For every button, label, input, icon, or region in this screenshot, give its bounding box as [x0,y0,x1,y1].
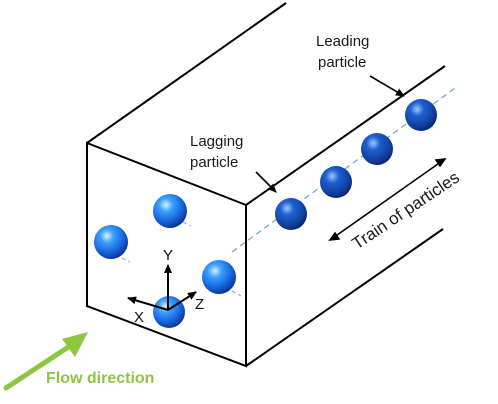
particle [153,194,187,228]
leading-particle [405,99,437,131]
channel-top-left-edge [86,2,287,144]
leading-pointer-arrow [369,75,405,97]
lagging-label-line1: Lagging [190,133,243,150]
z-axis-label: Z [195,296,204,313]
lagging-particle [275,198,307,230]
y-axis-label: Y [163,247,173,264]
front-particle-traces [121,221,242,297]
particle [94,225,128,259]
channel-outline [86,2,446,368]
flow-direction-arrow [3,332,88,391]
train-span-arrow [328,158,447,241]
coordinate-axes [127,264,197,311]
particle-train [275,99,437,230]
leading-label-line2: particle [318,54,366,71]
channel-top-right-edge [245,65,446,206]
channel-bottom-right-edge [245,228,444,367]
train-label: Train of particles [349,168,463,254]
lagging-label-line2: particle [190,154,238,171]
z-axis-arrow [167,291,197,311]
lagging-pointer-arrow [255,171,277,193]
flow-direction-label: Flow direction [46,370,154,387]
x-axis-arrow [127,296,169,311]
leading-label-line1: Leading [316,33,369,50]
particle [202,260,236,294]
front-particles [94,194,236,328]
train-particle [320,166,352,198]
train-particle [361,133,393,165]
x-axis-label: X [134,309,144,326]
